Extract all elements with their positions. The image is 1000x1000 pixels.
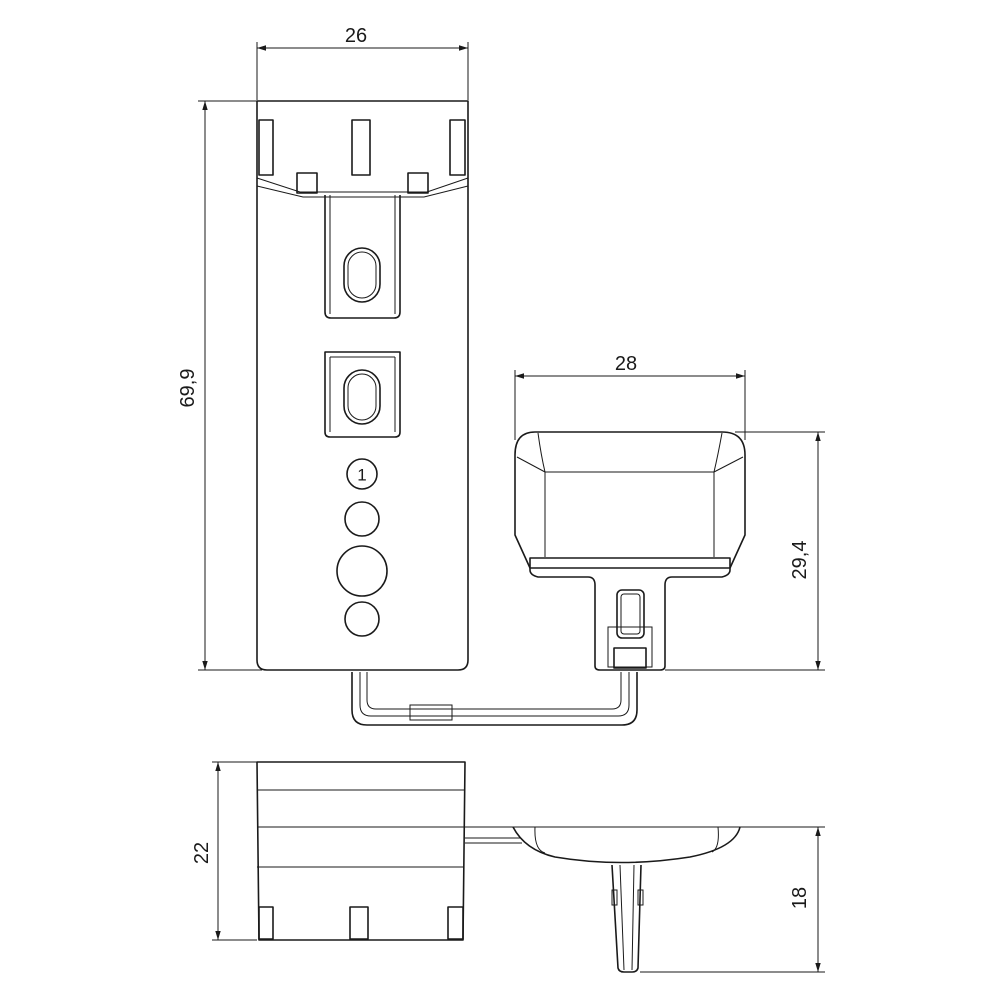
main-body-front-view — [256, 100, 469, 671]
dimension-top-width: 26 — [344, 25, 368, 47]
dimension-module-height: 29,4 — [789, 540, 811, 580]
dimension-prong-height: 18 — [789, 886, 811, 910]
position-marker-1 — [346, 458, 378, 490]
plug-module-front-view — [514, 431, 746, 671]
dimension-module-width: 28 — [614, 353, 638, 375]
dimension-side-height: 22 — [191, 841, 213, 865]
cable — [351, 672, 638, 726]
position-number-label: 1 — [357, 465, 367, 485]
side-view — [256, 761, 742, 973]
dimension-main-height: 69,9 — [177, 368, 199, 408]
dimension-lines — [198, 42, 825, 973]
